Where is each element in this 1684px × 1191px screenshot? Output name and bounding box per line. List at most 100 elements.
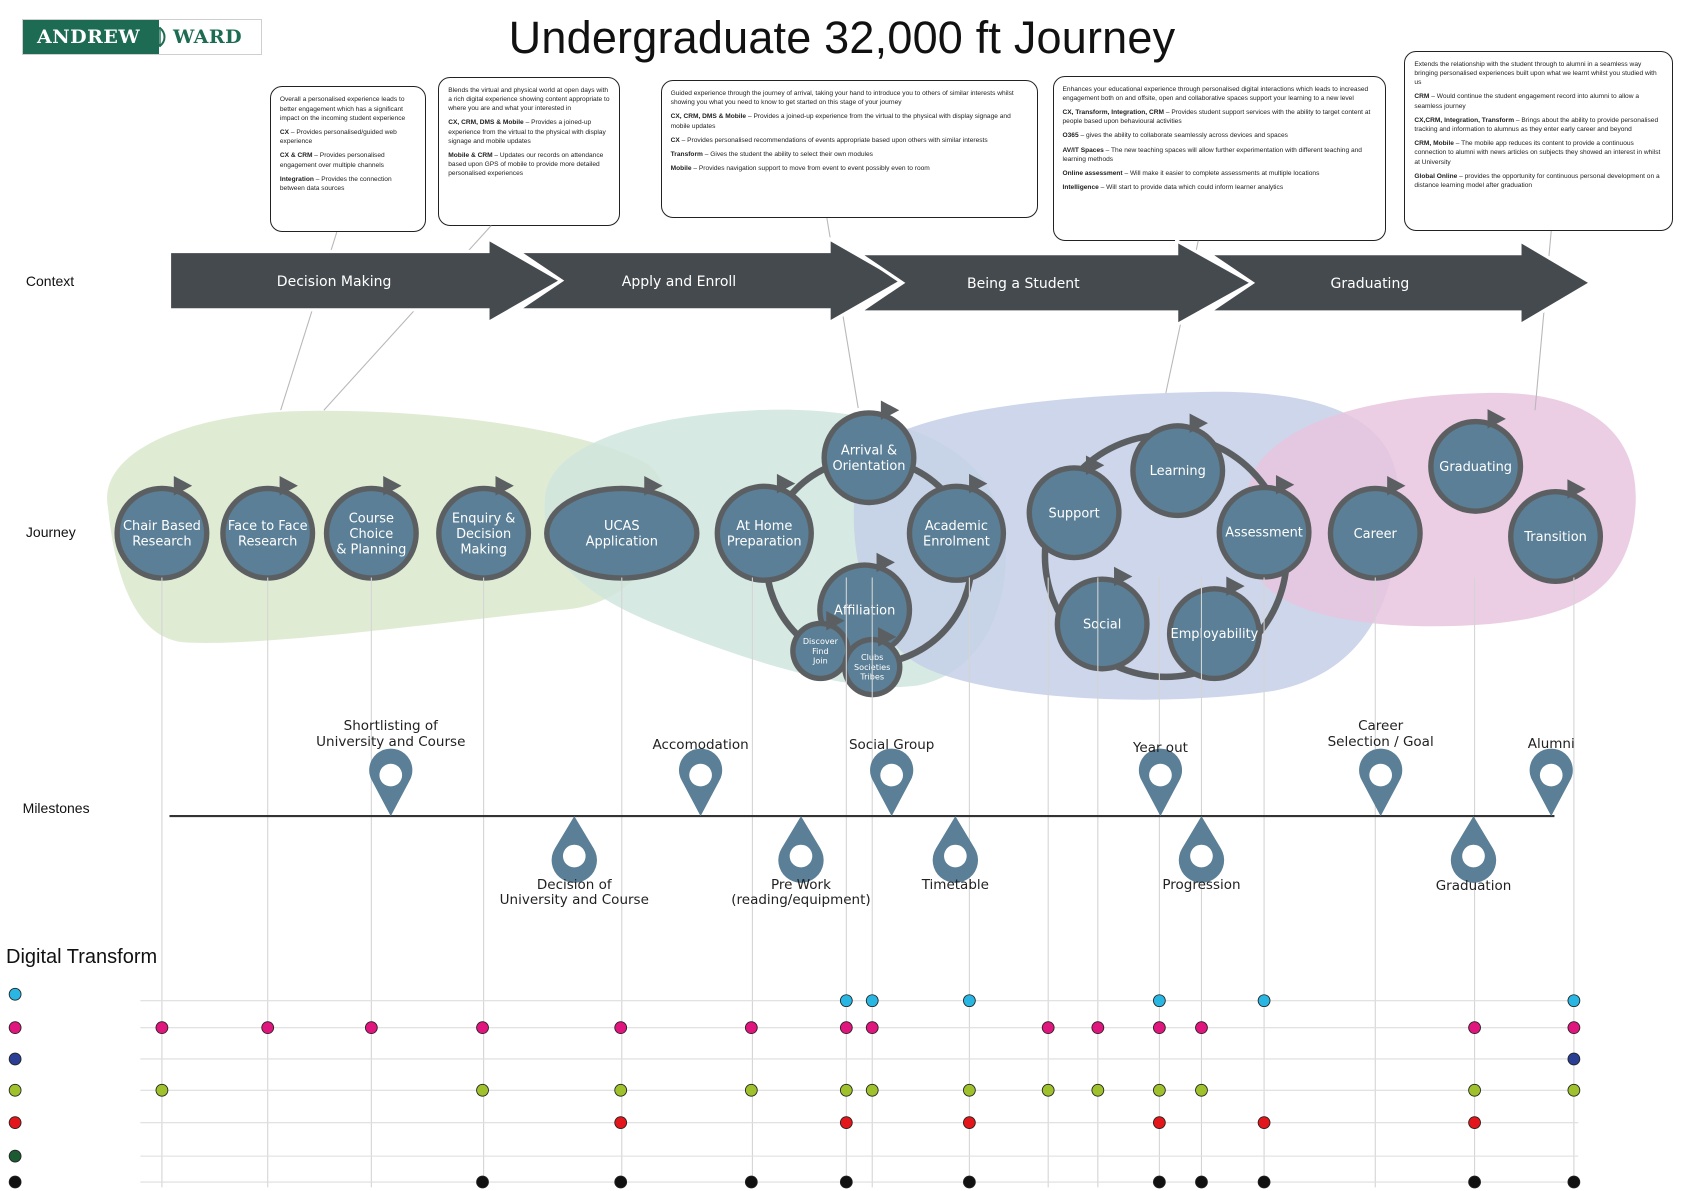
callout-text: – gives the ability to collaborate seaml… — [1078, 132, 1288, 140]
digital-dot — [614, 1083, 628, 1097]
callout-text: Enhances your educational experience thr… — [1062, 85, 1369, 102]
milestone-caption-line: Career — [1358, 717, 1404, 734]
journey-node-label: Find — [812, 646, 829, 656]
cycle-arrow-icon — [173, 476, 193, 496]
andrew-ward-logo: ANDREW WARD — [22, 19, 262, 55]
milestone-caption: Accomodation — [601, 738, 801, 754]
journey-node-fill — [1221, 490, 1307, 575]
callout-lead: AV/IT Spaces — [1062, 146, 1104, 154]
drop-pin-icon — [1450, 816, 1497, 883]
callout-paragraph: Mobile – Provides navigation support to … — [671, 164, 1030, 173]
callout-paragraph: CX – Provides personalised/guided web ex… — [280, 128, 418, 146]
digital-dot — [963, 1083, 976, 1097]
callout-text: – The mobile app reduces its content to … — [1414, 140, 1661, 166]
callout-paragraph: CRM, Mobile – The mobile app reduces its… — [1414, 139, 1664, 167]
map-pin-icon — [870, 748, 914, 817]
callout-paragraph: CX, CRM, DMS & Mobile – Provides a joine… — [448, 118, 610, 146]
row-label-milestones: Milestones — [22, 799, 90, 816]
cycle-arrow-icon — [1567, 479, 1586, 499]
journey-node[interactable]: Transition — [1508, 479, 1604, 585]
phase-label: Being a Student — [967, 276, 1080, 292]
journey-node[interactable]: Graduating — [1428, 409, 1524, 514]
callout-lead: Transform — [670, 150, 703, 158]
digital-dot — [1195, 1175, 1208, 1189]
journey-node[interactable]: Social — [1054, 566, 1150, 672]
journey-node-fill — [1060, 581, 1145, 667]
journey-node-label: Application — [586, 535, 658, 550]
milestone-caption-line: University and Course — [499, 892, 649, 909]
milestone-caption-line: Decision of — [536, 876, 612, 893]
callout-text: – Provides personalised/guided web exper… — [279, 129, 397, 146]
digital-legend-dot — [8, 1021, 22, 1035]
milestone-caption-line: Shortlisting of — [343, 717, 438, 734]
cycle-arrow-icon — [1275, 474, 1295, 495]
digital-dot — [261, 1021, 275, 1035]
digital-dot — [1567, 1052, 1581, 1066]
digital-dot — [614, 1175, 628, 1189]
callout-text: – Provides a joined-up experience from t… — [670, 113, 1011, 130]
callout-paragraph: O365 – gives the ability to collaborate … — [1063, 131, 1378, 140]
milestone-caption: Timetable — [855, 877, 1055, 894]
callout-paragraph: Global Online – provides the opportunity… — [1414, 172, 1664, 190]
callout-lead: Intelligence — [1062, 184, 1099, 192]
journey-node[interactable]: Career — [1327, 476, 1423, 581]
journey-node[interactable]: Support — [1026, 455, 1122, 561]
map-pin-icon — [678, 748, 723, 817]
digital-dot — [1041, 1083, 1055, 1097]
callout-lead: Integration — [279, 175, 314, 183]
callout-paragraph: CX, CRM, DMS & Mobile – Provides a joine… — [671, 112, 1030, 130]
callout-lead: CX, CRM, DMS & Mobile — [448, 119, 524, 127]
logo-right-text: WARD — [173, 26, 243, 48]
leaf-icon — [154, 26, 166, 48]
callout-text: – Will make it easier to complete assess… — [1122, 170, 1320, 178]
milestone-caption-line: Accomodation — [652, 737, 749, 754]
cycle-arrow-icon — [876, 552, 895, 573]
callout-text: – Provides student support services with… — [1062, 109, 1371, 126]
cycle-arrow-icon — [776, 473, 796, 494]
callout-paragraph: Transform – Gives the student the abilit… — [671, 150, 1030, 159]
digital-dot — [614, 1021, 628, 1035]
milestone-caption-line: Year out — [1132, 739, 1188, 756]
cycle-arrow-icon — [495, 476, 514, 496]
callout-paragraph: AV/IT Spaces – The new teaching spaces w… — [1063, 146, 1378, 164]
digital-dot — [865, 1021, 879, 1035]
journey-node[interactable]: Assessment — [1216, 474, 1312, 580]
phase-arrow — [512, 235, 906, 326]
digital-dot — [963, 1175, 976, 1189]
digital-dot — [1153, 994, 1166, 1008]
drop-pin-icon — [932, 816, 979, 883]
callout-text: – Provides personalised engagement over … — [279, 152, 385, 169]
journey-node-label: Research — [132, 535, 191, 550]
digital-dot — [865, 994, 879, 1008]
callout-text: – Would continue the student engagement … — [1414, 93, 1639, 110]
milestone-caption-line: Social Group — [848, 737, 935, 754]
callout-text: – provides the opportunity for continuou… — [1414, 172, 1660, 190]
journey-node[interactable]: Employability — [1166, 576, 1262, 682]
callout-text: – Will start to provide data which could… — [1098, 184, 1284, 192]
journey-node[interactable]: Arrival &Orientation — [821, 400, 917, 506]
digital-dot — [614, 1116, 628, 1130]
journey-node-label: UCAS — [604, 519, 640, 534]
callout-lead: CX,CRM, Integration, Transform — [1414, 116, 1515, 124]
digital-dot — [1153, 1116, 1166, 1130]
digital-dot — [1567, 1175, 1581, 1189]
journey-node-label: Enrolment — [923, 535, 990, 550]
callout-text: – Provides navigation support to move fr… — [691, 165, 930, 173]
phase-label: Apply and Enroll — [622, 274, 736, 290]
milestone-caption-line: Pre Work — [770, 876, 831, 893]
journey-node-fill — [329, 491, 414, 576]
digital-legend-dot — [8, 1116, 22, 1130]
journey-node[interactable]: Learning — [1130, 413, 1226, 519]
digital-legend-dot — [8, 1052, 22, 1066]
callout-lead: Online assessment — [1062, 170, 1123, 178]
drop-pin-icon — [1178, 816, 1225, 883]
cycle-arrow-icon — [1387, 476, 1406, 496]
